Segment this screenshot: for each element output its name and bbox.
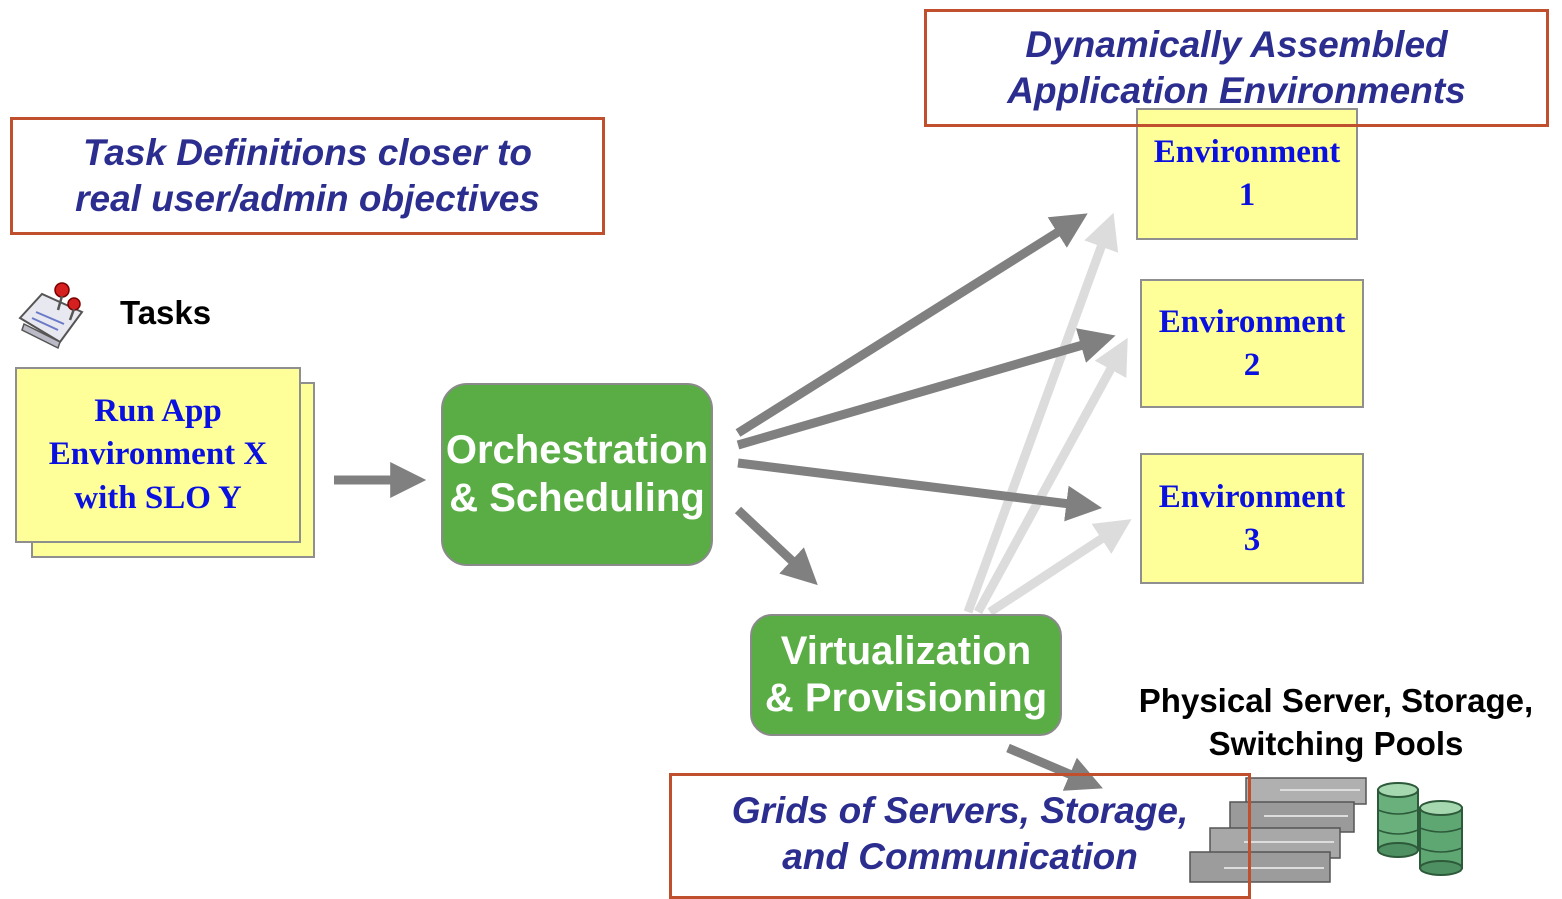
environment-number: 2 [1243,346,1261,383]
task-definitions-callout: Task Definitions closer to real user/adm… [10,117,605,235]
provision-arrow-env3 [987,519,1132,616]
task-card-line: Run App [94,392,222,429]
environment-2-box: Environment 2 [1140,279,1364,408]
node-line: Virtualization [780,628,1032,673]
pinned-notepad-icon [18,282,84,350]
provision-arrow-env1 [963,212,1119,614]
provision-arrow-env2 [974,337,1128,615]
environment-number: 3 [1243,521,1261,558]
task-card-line: Environment X [48,436,268,473]
callout-line: Application Environments [1007,70,1466,111]
callout-line: Dynamically Assembled [1025,23,1448,65]
orchestration-to-env1-arrow [735,213,1088,437]
environment-3-box: Environment 3 [1140,453,1364,584]
pools-line: Switching Pools [1208,724,1464,762]
environment-number: 1 [1238,177,1256,213]
environment-title: Environment [1158,478,1346,515]
orchestration-to-virtualization-arrow [734,506,818,586]
task-card: Run App Environment X with SLO Y [15,367,301,543]
storage-cylinders-icon [1377,782,1463,876]
node-line: Orchestration [445,428,709,473]
task-card-line: with SLO Y [74,479,242,516]
callout-line: real user/admin objectives [75,178,540,219]
orchestration-to-env3-arrow [737,458,1103,522]
application-environments-callout: Dynamically Assembled Application Enviro… [924,9,1549,127]
server-rack-icon [1189,777,1367,883]
callout-line: Task Definitions closer to [83,131,532,173]
node-line: & Scheduling [449,475,705,520]
orchestration-to-env2-arrow [736,328,1116,450]
tasks-label: Tasks [120,294,212,331]
environment-title: Environment [1158,303,1346,340]
virtualization-to-grid-arrow [1006,743,1103,791]
physical-pools-label: Physical Server, Storage, Switching Pool… [1114,680,1558,766]
environment-1-box: Environment 1 [1136,108,1358,240]
node-line: & Provisioning [764,676,1048,720]
pools-line: Physical Server, Storage, [1138,682,1534,719]
callout-line: Grids of Servers, Storage, [731,790,1189,831]
orchestration-scheduling-node: Orchestration & Scheduling [441,383,713,566]
grids-callout: Grids of Servers, Storage, and Communica… [669,773,1251,899]
environment-title: Environment [1153,134,1341,171]
virtualization-provisioning-node: Virtualization & Provisioning [750,614,1062,736]
callout-line: and Communication [782,836,1138,878]
